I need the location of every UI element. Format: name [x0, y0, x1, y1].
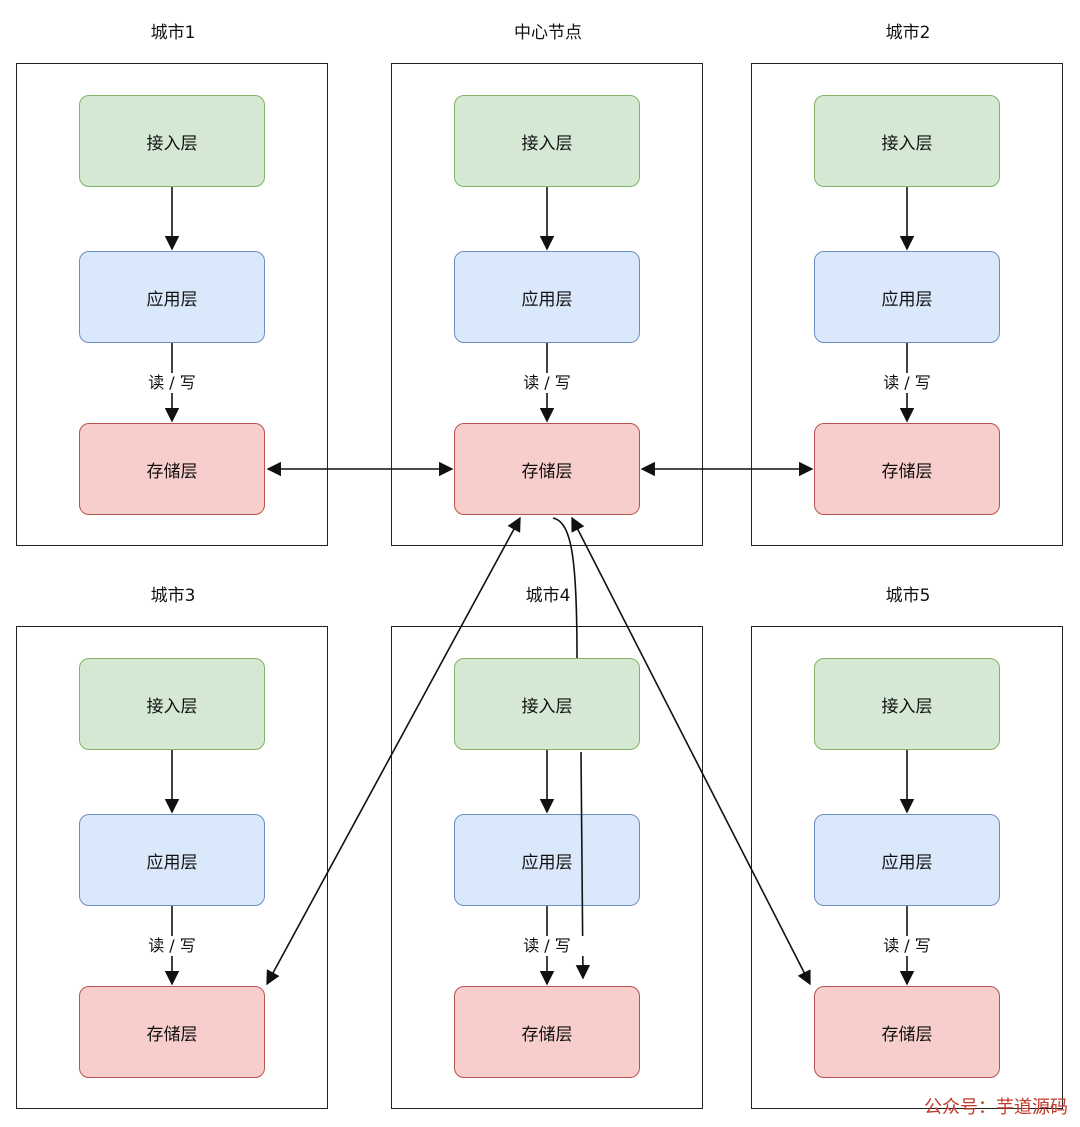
center-read-write-label: 读 / 写 — [507, 373, 587, 393]
watermark: 公众号：芋道源码 — [924, 1097, 1068, 1118]
city5-access-layer: 接入层 — [814, 658, 1000, 750]
city2-storage-layer: 存储层 — [814, 423, 1000, 515]
city4-title: 城市4 — [525, 586, 571, 606]
city5-title: 城市5 — [885, 586, 931, 606]
city1-storage-layer: 存储层 — [79, 423, 265, 515]
city5-app-layer: 应用层 — [814, 814, 1000, 906]
city1-access-layer: 接入层 — [79, 95, 265, 187]
city3-app-layer: 应用层 — [79, 814, 265, 906]
city5-read-write-label: 读 / 写 — [867, 936, 947, 956]
city5-storage-layer: 存储层 — [814, 986, 1000, 1078]
city2-read-write-label: 读 / 写 — [867, 373, 947, 393]
center-storage-layer: 存储层 — [454, 423, 640, 515]
city2-app-layer: 应用层 — [814, 251, 1000, 343]
city4-read-write-label: 读 / 写 — [507, 936, 587, 956]
city1-read-write-label: 读 / 写 — [132, 373, 212, 393]
city3-title: 城市3 — [150, 586, 196, 606]
center-access-layer: 接入层 — [454, 95, 640, 187]
city3-read-write-label: 读 / 写 — [132, 936, 212, 956]
city3-storage-layer: 存储层 — [79, 986, 265, 1078]
city4-access-layer: 接入层 — [454, 658, 640, 750]
city1-app-layer: 应用层 — [79, 251, 265, 343]
city2-title: 城市2 — [885, 23, 931, 43]
city4-app-layer: 应用层 — [454, 814, 640, 906]
center-title: 中心节点 — [514, 23, 582, 43]
city1-title: 城市1 — [150, 23, 196, 43]
center-app-layer: 应用层 — [454, 251, 640, 343]
city2-access-layer: 接入层 — [814, 95, 1000, 187]
city3-access-layer: 接入层 — [79, 658, 265, 750]
city4-storage-layer: 存储层 — [454, 986, 640, 1078]
